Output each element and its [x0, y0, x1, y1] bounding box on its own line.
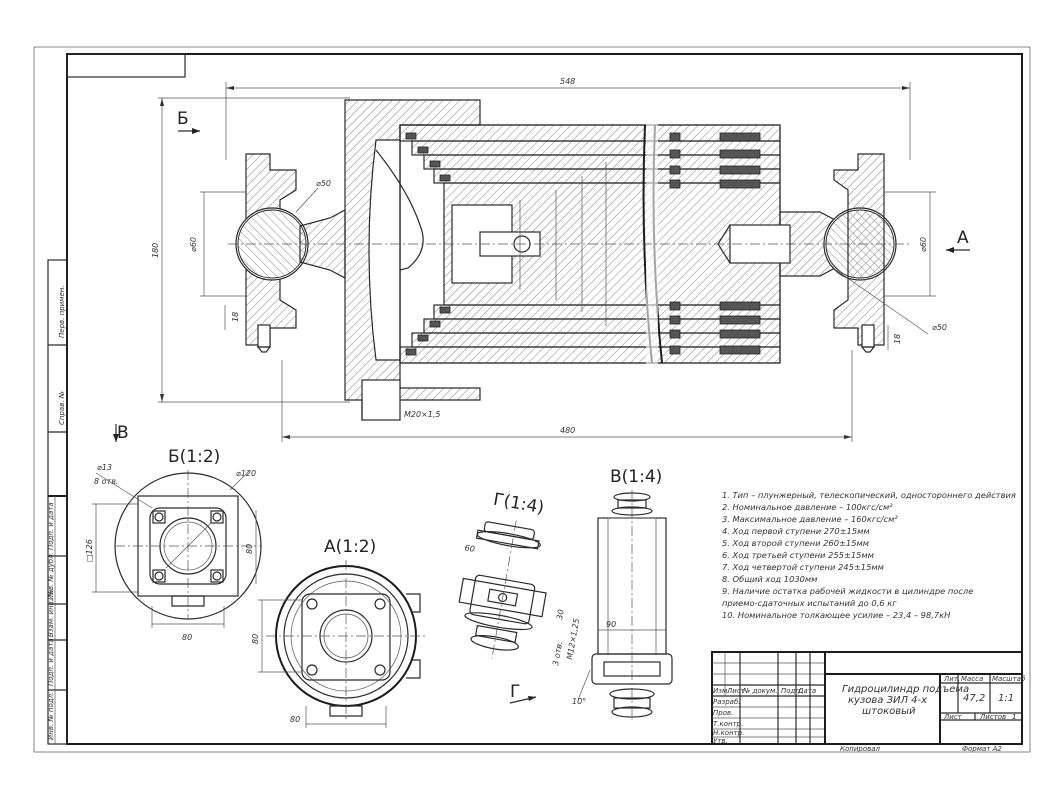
view-b-flange: В Б(1:2) ⌀13 8 отв. ⌀120 □126 80 80: [85, 423, 262, 642]
note-2: 2. Номинальное давление – 100кгс/см²: [722, 502, 893, 512]
dim-480: 480: [560, 426, 575, 435]
tb-utv: Утв.: [713, 737, 728, 745]
note-4: 4. Ход первой ступени 270±15мм: [722, 526, 870, 536]
dim-180: 180: [151, 243, 160, 258]
view-v-label: В(1:4): [610, 467, 662, 487]
view-g-detail: Г(1:4) 60: [458, 490, 547, 659]
title-block: Изм. Лист № докум. Подп. Дата Разраб. Пр…: [711, 651, 1026, 745]
dim-18-left: 18: [231, 312, 240, 322]
note-9-cont: приемо-сдаточных испытаний до 0,6 кг: [722, 598, 897, 608]
tb-sheets-value: 1: [1012, 713, 1016, 721]
tb-title-1: Гидроцилиндр подъема: [842, 684, 969, 695]
dim-dia50-left: ⌀50: [316, 179, 331, 188]
dim-a-80-side: 80: [251, 634, 260, 644]
note-3: 3. Максимальное давление – 160кгс/см²: [722, 514, 898, 524]
right-trunnion-housing: [833, 153, 885, 346]
dim-b-hole-count: 8 отв.: [94, 477, 118, 486]
tb-format: Формат А2: [962, 745, 1002, 753]
dim-dia50-right: ⌀50: [932, 323, 947, 332]
dim-g-m: M12×1,25: [565, 618, 581, 661]
main-section-view: 548 180 480 Б А ⌀60 ⌀50: [151, 77, 970, 442]
tb-list: Лист: [726, 687, 746, 695]
dim-g-holes: 3 отв.: [551, 641, 564, 667]
tb-mass-value: 47,2: [963, 693, 985, 704]
strip-perv-primen: Перв. примен.: [58, 285, 66, 338]
note-6: 6. Ход третьей ступени 255±15мм: [722, 550, 874, 560]
tb-mass-label: Масса: [961, 675, 983, 683]
view-v-cylinder: В(1:4) 90 10°: [572, 467, 673, 720]
dim-g-30: 30: [555, 609, 566, 621]
tb-lit-label: Лит.: [943, 675, 960, 683]
seal-rings: [405, 132, 761, 356]
view-arrow-v: В: [117, 423, 129, 443]
tb-scale-value: 1:1: [998, 693, 1014, 704]
note-9: 9. Наличие остатка рабочей жидкости в ци…: [722, 586, 973, 596]
dim-v-10: 10°: [572, 697, 586, 706]
strip-podp-data-1: Подп. и дата: [47, 502, 55, 550]
view-g-label: Г(1:4): [492, 490, 546, 519]
dim-b-80-bottom: 80: [182, 633, 192, 642]
note-1: 1. Тип – плунжерный, телескопический, од…: [722, 490, 1016, 500]
tb-sheets-label: Листов: [979, 713, 1006, 721]
dim-dia60-left: ⌀60: [189, 237, 198, 252]
note-7: 7. Ход четвертой ступени 245±15мм: [722, 562, 884, 572]
tb-title-3: штоковый: [862, 706, 916, 717]
view-a-flange: А(1:2) 80 80: [251, 537, 426, 728]
strip-podp-data-2: Подп. и дата: [47, 638, 55, 686]
tb-tkontr: Т.контр.: [713, 720, 743, 728]
tb-scale-label: Масштаб: [992, 675, 1026, 683]
note-8: 8. Общий ход 1030мм: [722, 574, 817, 584]
dim-18-right: 18: [893, 334, 902, 344]
dim-thread: M20×1,5: [404, 410, 441, 419]
note-5: 5. Ход второй ступени 260±15мм: [722, 538, 869, 548]
strip-vzam-inv: Взам. инв. №: [47, 589, 55, 637]
tb-sign: Подп.: [781, 687, 802, 695]
side-strip: Перв. примен. Справ. № Подп. и дата Инв.…: [47, 259, 68, 745]
view-arrow-b: Б: [177, 109, 189, 129]
tb-prov: Пров.: [713, 709, 733, 717]
note-10: 10. Номинальное толкающее усилие – 23,4 …: [722, 610, 951, 620]
technical-notes: 1. Тип – плунжерный, телескопический, од…: [722, 490, 1016, 620]
strip-inv-podl: Инв. № подл.: [47, 692, 55, 740]
strip-sprav: Справ. №: [58, 391, 66, 425]
dim-dia60-right: ⌀60: [919, 237, 928, 252]
strip-inv-dubl: Инв. № дубл.: [47, 552, 55, 600]
view-arrow-g: Г: [510, 682, 520, 702]
dim-548: 548: [560, 77, 575, 86]
tb-date: Дата: [797, 687, 816, 695]
tb-sheet-label: Лист: [943, 713, 963, 721]
tb-title-2: кузова ЗИЛ 4-х: [848, 695, 927, 706]
dim-a-80-bottom: 80: [290, 715, 300, 724]
dim-b-square: □126: [85, 539, 94, 562]
view-a-label: А(1:2): [324, 537, 376, 557]
tb-izm: Изм.: [713, 687, 729, 695]
view-b-label: Б(1:2): [168, 447, 220, 467]
dim-b-80-side: 80: [245, 544, 254, 554]
tb-doc: № докум.: [742, 687, 778, 695]
view-arrow-a: А: [957, 228, 969, 248]
tb-copied: Копировал: [840, 745, 881, 753]
tb-nkontr: Н.контр.: [713, 729, 744, 737]
dim-v-90: 90: [606, 620, 616, 629]
dim-b-hole: ⌀13: [97, 463, 112, 472]
dim-g-60: 60: [464, 543, 476, 554]
tb-razrab: Разраб.: [713, 698, 741, 706]
